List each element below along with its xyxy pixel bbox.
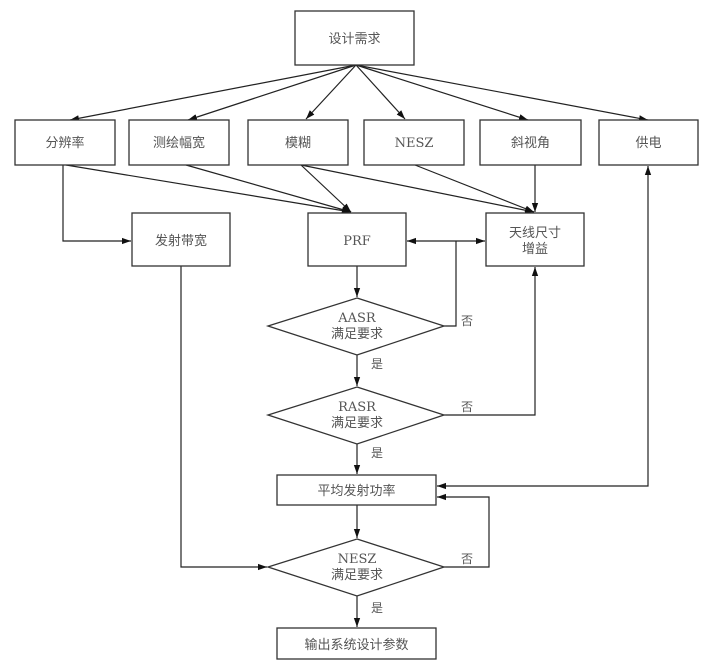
edge-req-to-resolution	[69, 64, 357, 122]
edge-label-aasr-no: 否	[461, 314, 473, 328]
decision-label-line1: AASR	[337, 311, 377, 326]
node-ambiguity: 模糊	[247, 119, 349, 166]
edge-power-supply-link	[437, 166, 652, 490]
decision-nesz: NESZ 满足要求	[265, 538, 447, 597]
node-tx-bandwidth: 发射带宽	[131, 212, 231, 267]
edge-ambiguity-to-prf	[300, 164, 352, 213]
decision-label-line1: NESZ	[338, 552, 377, 567]
node-antenna: 天线尺寸 增益	[485, 212, 585, 267]
node-label: 斜视角	[511, 136, 550, 151]
edge-req-to-squint	[355, 64, 529, 121]
edge-label-rasr-yes: 是	[371, 446, 383, 460]
edge-label-nesz-no: 否	[461, 552, 473, 566]
node-label: PRF	[343, 234, 371, 249]
node-prf: PRF	[307, 212, 407, 267]
decision-label-line2: 满足要求	[331, 416, 383, 431]
node-label: NESZ	[395, 136, 434, 151]
edge-req-to-nesz	[355, 64, 406, 120]
node-output-parameters: 输出系统设计参数	[276, 627, 437, 660]
edge-label-nesz-yes: 是	[371, 601, 383, 615]
edge-resolution-to-prf	[65, 164, 352, 214]
node-label: 模糊	[285, 135, 311, 151]
edge-req-to-swath	[187, 64, 357, 121]
edge-txbw-to-nesz-check	[180, 266, 267, 571]
edge-aasr-no-loop	[444, 241, 457, 327]
node-design-requirements: 设计需求	[294, 10, 415, 66]
edge-req-to-power	[355, 64, 649, 122]
node-power-supply: 供电	[598, 119, 699, 166]
node-label: 发射带宽	[155, 233, 207, 249]
node-squint-angle: 斜视角	[479, 119, 582, 166]
edges	[62, 64, 652, 627]
edge-nesz-no-loop	[437, 493, 490, 568]
decision-label-line1: RASR	[338, 400, 377, 415]
edge-label-aasr-yes: 是	[371, 357, 383, 371]
node-swath-width: 测绘幅宽	[128, 119, 230, 166]
node-average-tx-power: 平均发射功率	[276, 474, 437, 506]
node-label: 分辨率	[45, 135, 84, 151]
decision-label-line2: 满足要求	[331, 327, 383, 342]
edge-swath-to-prf	[185, 164, 352, 213]
node-label-line1: 天线尺寸	[509, 226, 561, 241]
node-label: 设计需求	[328, 32, 380, 47]
node-label: 平均发射功率	[317, 483, 395, 499]
edge-rasr-no-to-antenna	[444, 267, 539, 416]
edge-label-rasr-no: 否	[461, 400, 473, 414]
edge-nesz-to-antenna	[414, 164, 535, 213]
node-label: 输出系统设计参数	[304, 637, 408, 653]
edge-resolution-to-txbw	[62, 165, 131, 245]
edge-ambiguity-to-antenna	[300, 164, 535, 214]
node-resolution: 分辨率	[14, 119, 116, 166]
node-label: 测绘幅宽	[153, 135, 205, 151]
node-label-line2: 增益	[522, 242, 548, 257]
edge-req-to-ambiguity	[305, 64, 357, 120]
decision-rasr: RASR 满足要求	[265, 386, 447, 445]
node-nesz-requirement: NESZ	[363, 119, 465, 166]
decision-label-line2: 满足要求	[331, 568, 383, 583]
decision-aasr: AASR 满足要求	[265, 297, 447, 356]
node-label: 供电	[635, 136, 661, 151]
